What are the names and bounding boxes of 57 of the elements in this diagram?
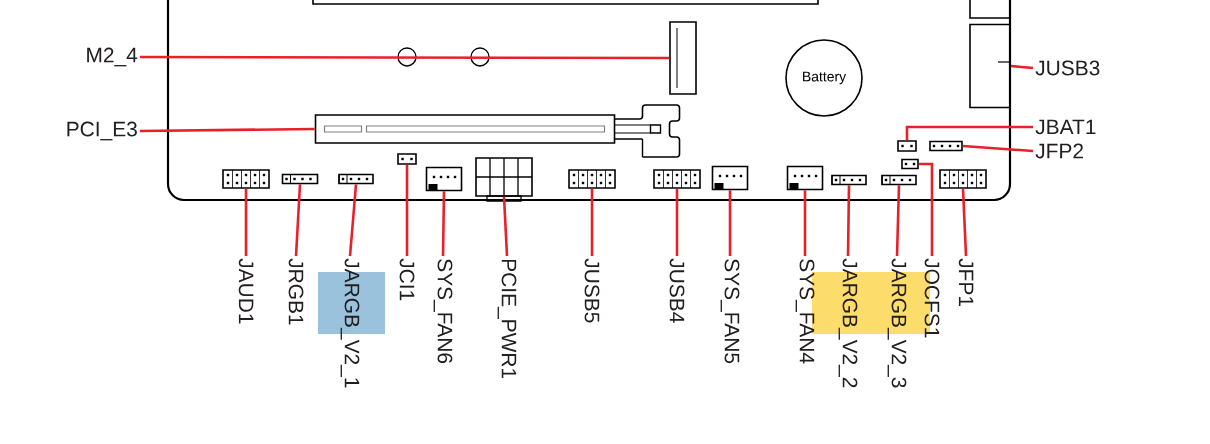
- leader-line: [140, 55, 670, 60]
- leader-line: [895, 185, 901, 257]
- rgb-header: [881, 174, 917, 186]
- leader-line: [502, 196, 509, 257]
- connector-label: SYS_FAN6: [433, 259, 453, 364]
- connector-label: JFP1: [958, 258, 974, 306]
- connector-label: M2_4: [87, 47, 138, 67]
- connector-label: JCI1: [399, 258, 415, 301]
- connector-label: JARGB_V2_2: [838, 258, 858, 388]
- leader-line: [675, 188, 679, 256]
- connector-label: JRGB1: [288, 258, 304, 325]
- leader-line: [728, 190, 732, 256]
- fan-header: [711, 165, 749, 191]
- rgb-header: [281, 173, 319, 185]
- leader-line: [244, 188, 248, 256]
- pin-header: [568, 169, 616, 189]
- connector-label: JUSB4: [669, 258, 685, 323]
- connector-label: JOCFS1: [924, 258, 940, 338]
- rgb-header: [338, 173, 374, 185]
- leader-line: [441, 191, 446, 256]
- pin-header: [939, 169, 987, 189]
- rgb-header: [831, 174, 867, 186]
- m2-slot: [669, 21, 697, 95]
- connector-label: SYS_FAN4: [795, 259, 815, 364]
- jumper-header: [897, 140, 917, 152]
- jumper-header: [397, 153, 417, 165]
- leader-line: [846, 185, 851, 256]
- leader-line: [140, 127, 315, 133]
- power-connector: [475, 157, 533, 202]
- connector-label: PCI_E3: [67, 121, 137, 141]
- leader-line: [961, 188, 968, 257]
- leader-line: [905, 125, 1033, 141]
- connector-label: SYS_FAN5: [720, 259, 740, 364]
- leader-line: [590, 188, 594, 256]
- connector-label: JARGB_V2_1: [340, 258, 360, 388]
- fan-header: [425, 166, 463, 192]
- leader-line: [1010, 64, 1034, 70]
- connector-label: JFP2: [1035, 143, 1083, 159]
- leader-line: [918, 162, 934, 256]
- connector-label: PCIE_PWR1: [497, 259, 517, 379]
- connector-label: JUSB5: [584, 258, 600, 323]
- usb-connector: [969, 23, 1011, 109]
- fan-header: [786, 165, 824, 191]
- leader-line: [962, 144, 1034, 153]
- leader-line: [294, 184, 302, 257]
- pcie-slot: [314, 104, 681, 158]
- connector-label: JBAT1: [1035, 119, 1096, 135]
- pin-header: [653, 169, 701, 189]
- connector-label: JAUD1: [238, 258, 254, 324]
- connector-label: JUSB3: [1035, 60, 1100, 76]
- jumper-header: [901, 158, 919, 170]
- leader-line: [803, 190, 807, 256]
- pin-header: [222, 169, 270, 189]
- leader-line: [405, 164, 409, 256]
- connector-label: JARGB_V2_3: [887, 258, 907, 388]
- pin-header: [929, 140, 963, 152]
- leader-line: [348, 184, 358, 257]
